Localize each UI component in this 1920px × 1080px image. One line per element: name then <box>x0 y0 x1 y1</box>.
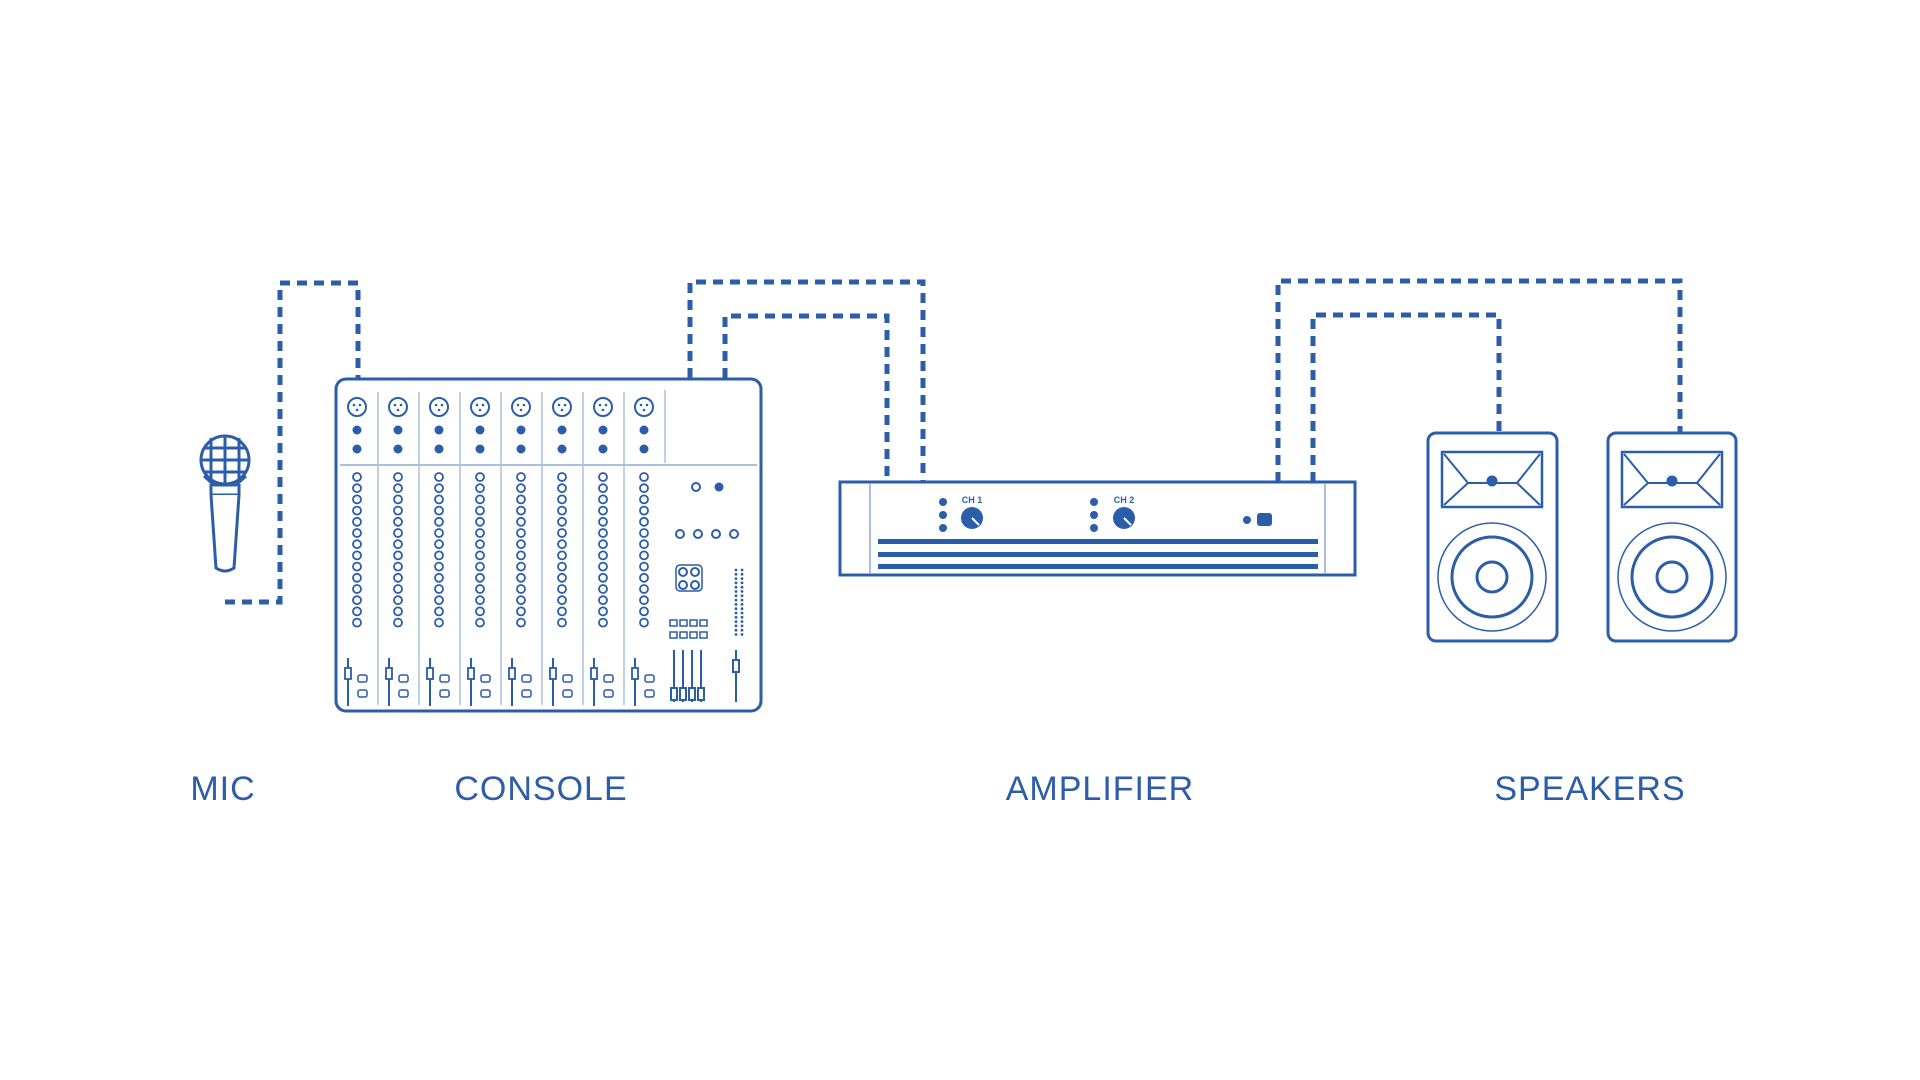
console-master-section <box>669 482 744 702</box>
mixing-console-icon <box>334 377 763 713</box>
cable-console-to-amplifier-outer <box>687 279 926 482</box>
cable-mic-to-console <box>225 280 361 605</box>
speaker-left <box>1426 431 1559 643</box>
microphone-icon <box>199 434 251 573</box>
cable-console-to-amplifier-inner <box>722 313 890 482</box>
ch1-label: CH 1 <box>962 495 983 505</box>
power-amplifier-icon: CH 1 CH 2 <box>838 480 1357 577</box>
level-meter <box>734 568 744 636</box>
console-channel-strips <box>344 392 655 706</box>
channel-strip <box>500 392 532 706</box>
console-label: CONSOLE <box>454 770 627 808</box>
amplifier-label: AMPLIFIER <box>1006 770 1194 808</box>
channel-strip <box>623 392 655 706</box>
channel-strip <box>344 397 368 706</box>
channel-strip <box>377 392 409 706</box>
speaker-right <box>1606 431 1738 643</box>
ch2-label: CH 2 <box>1114 495 1135 505</box>
channel-strip <box>459 392 491 706</box>
labels: MIC CONSOLE AMPLIFIER SPEAKERS <box>190 770 1685 808</box>
channel-strip <box>582 392 614 706</box>
cables <box>225 278 1683 605</box>
cable-amplifier-to-speaker-left <box>1310 312 1502 482</box>
speakers-label: SPEAKERS <box>1494 770 1685 808</box>
channel-strip <box>541 392 573 706</box>
channel-strip <box>418 392 450 706</box>
mic-label: MIC <box>190 770 255 808</box>
speaker-cabinet-icon <box>1426 431 1738 643</box>
